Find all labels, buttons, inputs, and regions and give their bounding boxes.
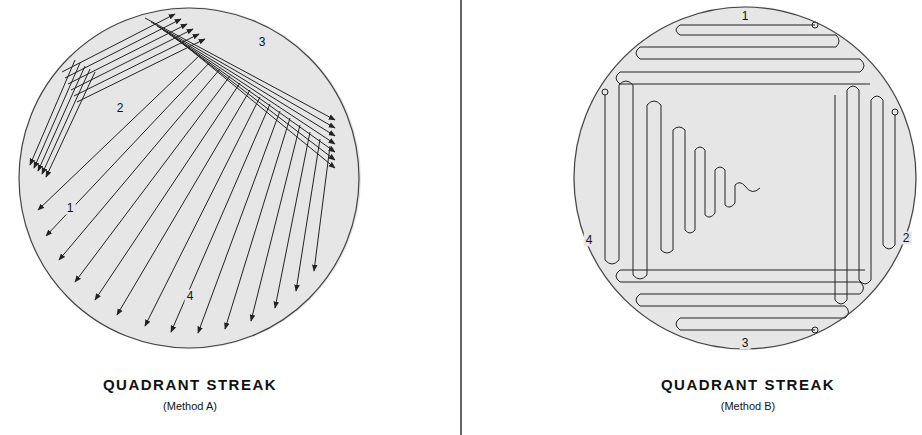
quadrant-number: 1 xyxy=(740,10,751,23)
dish-ground xyxy=(573,6,917,350)
caption-text: (Method A) xyxy=(163,400,217,412)
quadrant-number: 2 xyxy=(901,232,912,245)
dish-rim xyxy=(19,8,359,348)
dish-rim xyxy=(574,7,916,349)
petri-dish: 1 2 3 4 xyxy=(18,7,360,349)
quadrant-number: 3 xyxy=(740,337,751,350)
dish-outline xyxy=(573,6,917,350)
caption-text: QUADRANT STREAK xyxy=(661,376,835,393)
quadrant-number: 3 xyxy=(257,36,268,49)
divider-line xyxy=(460,0,462,435)
quadrant-number: 4 xyxy=(185,290,196,303)
caption-text: QUADRANT STREAK xyxy=(103,376,277,393)
streak-lines-a xyxy=(30,14,335,333)
caption-text: (Method B) xyxy=(721,400,775,412)
quadrant-number: 4 xyxy=(584,234,595,247)
streak-lines-b xyxy=(602,22,898,333)
quadrant-number: 2 xyxy=(115,102,126,115)
petri-dish: 1 2 3 4 xyxy=(573,6,917,350)
dish-ground xyxy=(19,7,361,349)
quadrant-number: 1 xyxy=(65,202,76,215)
